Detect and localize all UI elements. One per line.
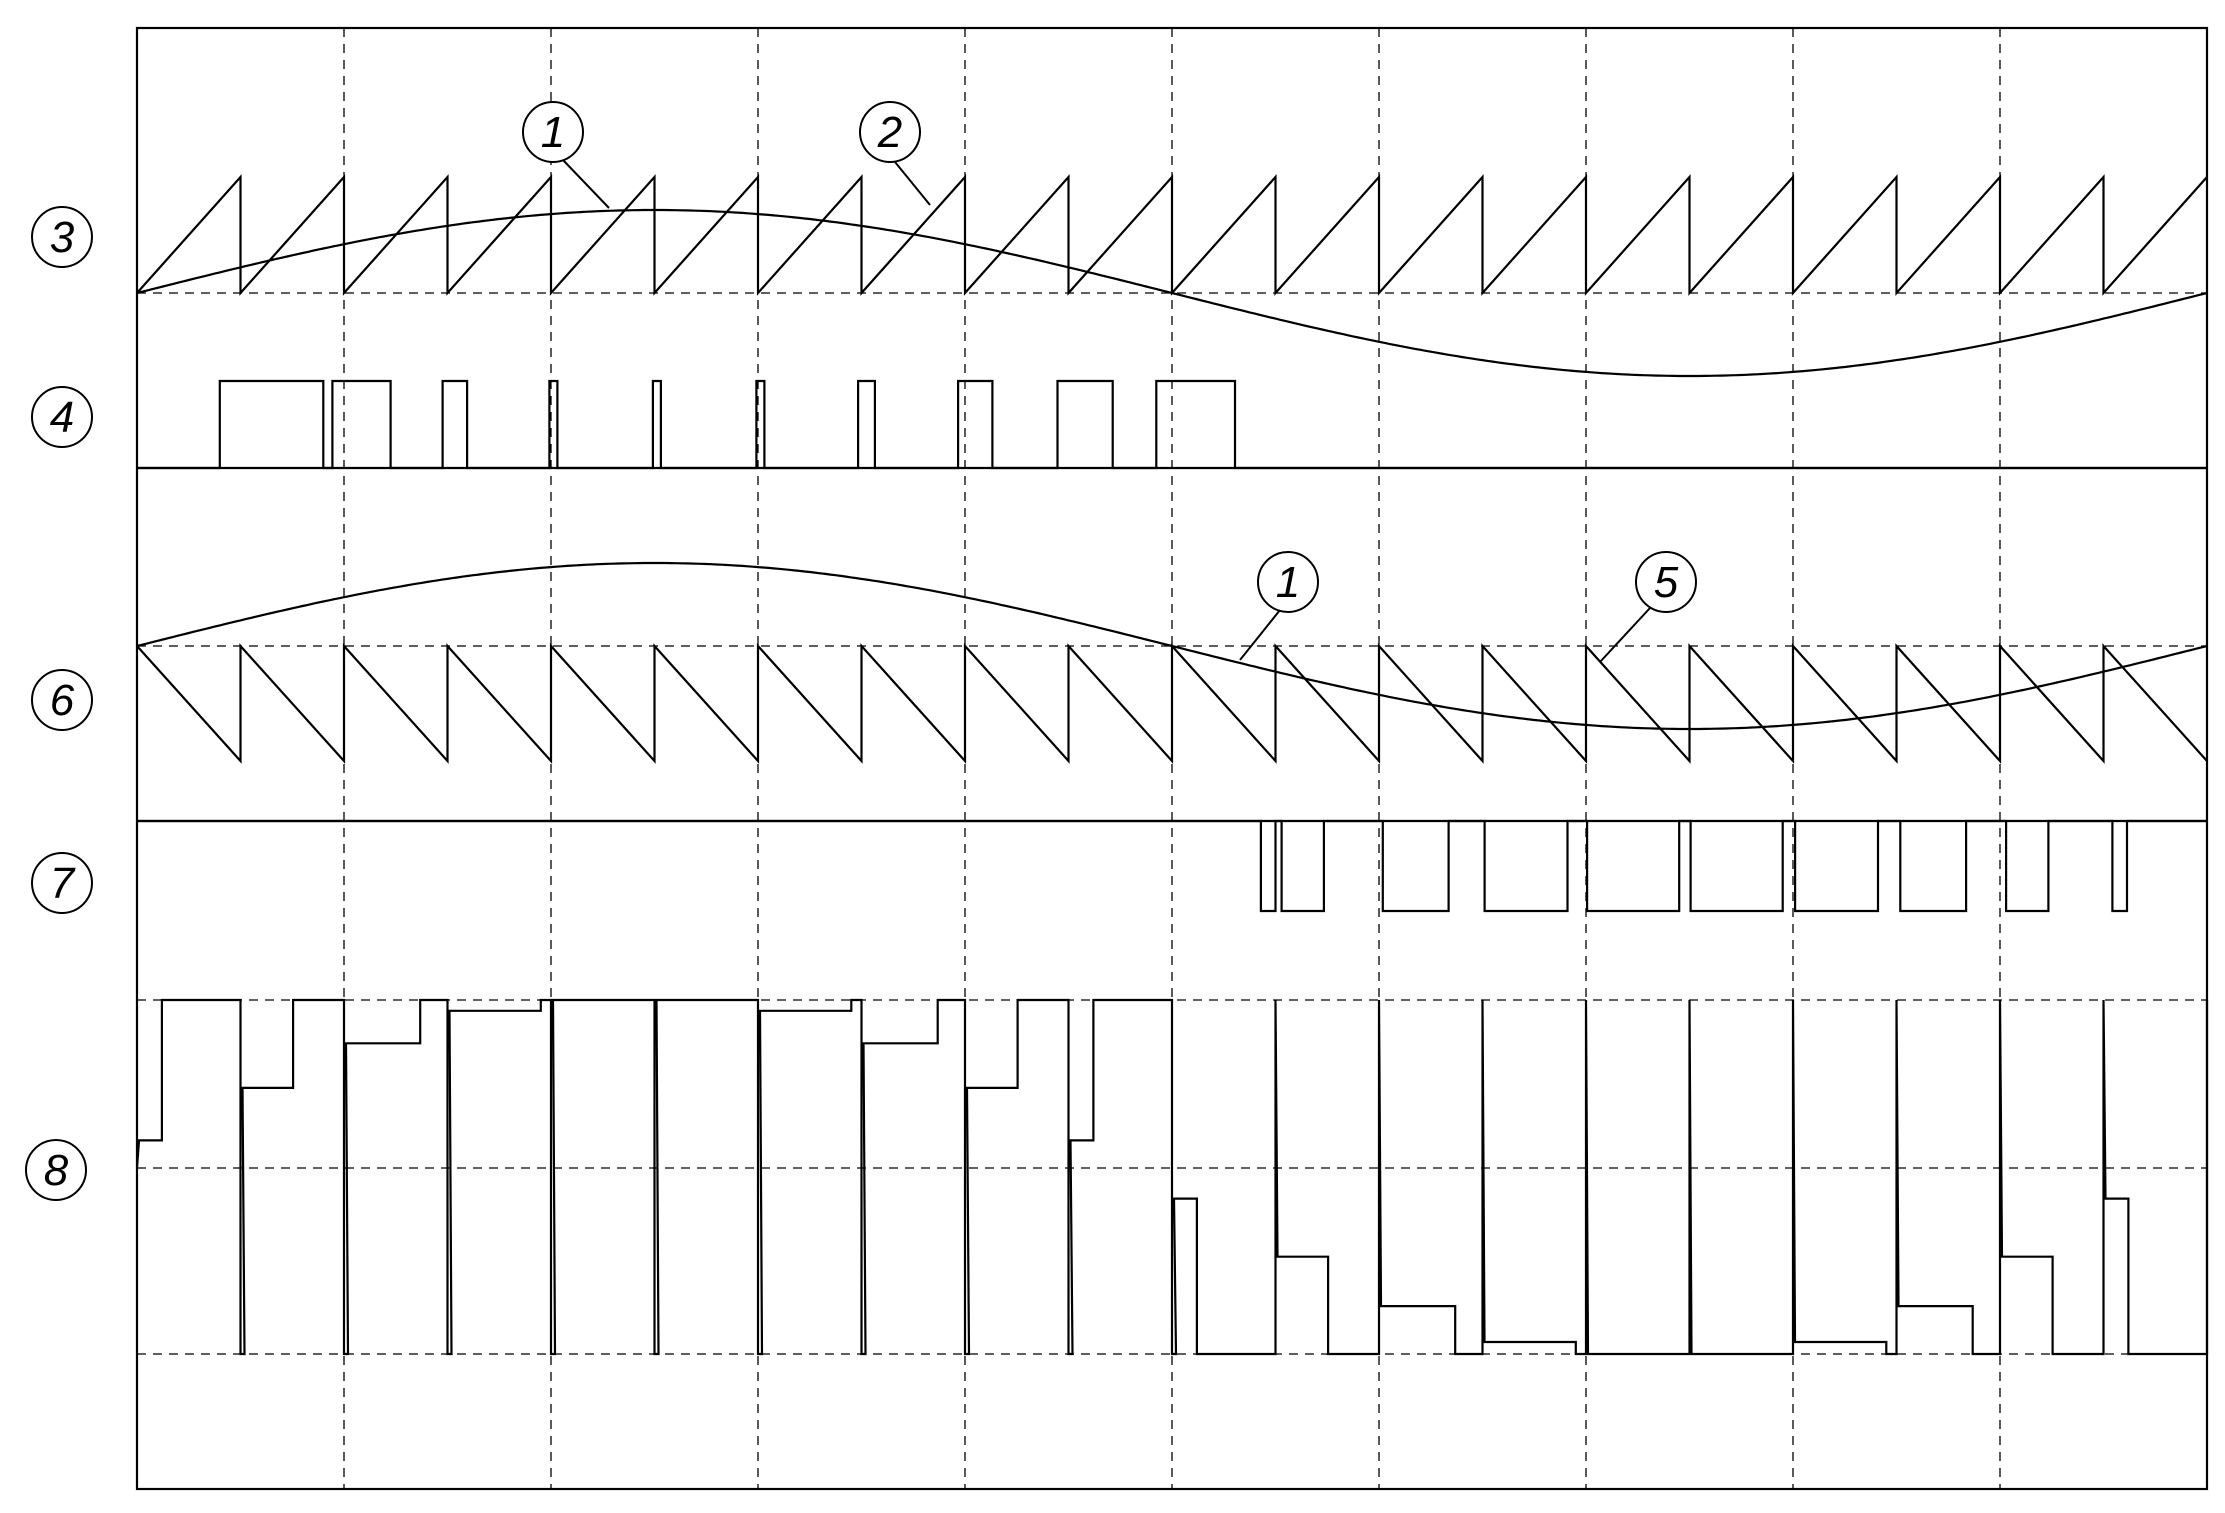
- row-labels: 3 4 6 7 8: [25, 206, 93, 1201]
- svg-text:8: 8: [44, 1146, 69, 1195]
- callouts: 1 2 1 5: [522, 101, 1697, 663]
- callout-1-bottom: 1: [1239, 551, 1319, 661]
- svg-text:5: 5: [1654, 558, 1679, 607]
- callout-1-top: 1: [522, 101, 610, 209]
- row4-pulses: [137, 379, 2207, 470]
- svg-text:3: 3: [50, 213, 75, 262]
- svg-text:1: 1: [1276, 558, 1300, 607]
- svg-text:6: 6: [50, 676, 75, 725]
- row8-output: [135, 998, 2209, 1356]
- svg-text:7: 7: [50, 859, 76, 908]
- waveforms: [135, 174, 2209, 1356]
- svg-text:4: 4: [50, 393, 74, 442]
- row6-sawtooth: [136, 643, 2208, 764]
- row7-pulses: [137, 819, 2207, 913]
- callout-5: 5: [1599, 551, 1697, 663]
- svg-text:2: 2: [877, 108, 902, 157]
- row-label-3: 3: [31, 206, 93, 268]
- row-label-6: 6: [31, 669, 93, 731]
- row3-sine: [136, 208, 2208, 378]
- svg-text:1: 1: [541, 108, 565, 157]
- row-label-7: 7: [31, 852, 93, 914]
- callout-2: 2: [859, 101, 931, 206]
- row-label-4: 4: [31, 386, 93, 448]
- row6-sine: [136, 561, 2208, 731]
- row3-sawtooth: [136, 174, 2208, 296]
- row-label-8: 8: [25, 1139, 87, 1201]
